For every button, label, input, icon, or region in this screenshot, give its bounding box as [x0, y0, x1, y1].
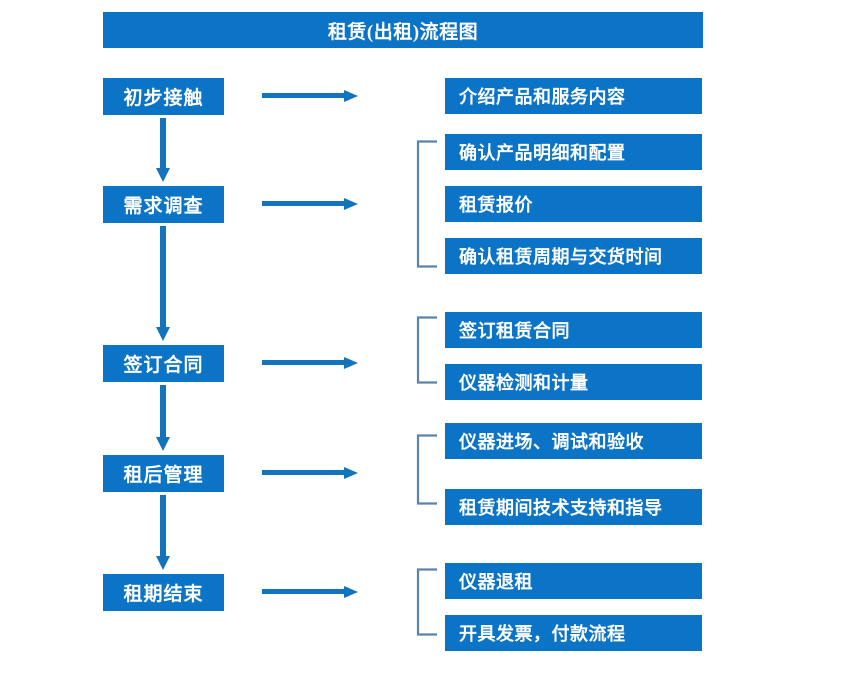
vertical-arrow-2	[156, 226, 170, 341]
stage-box-initial-contact[interactable]: 初步接触	[103, 78, 224, 115]
stage-box-requirement-survey[interactable]: 需求调查	[103, 186, 224, 223]
vertical-arrow-1	[156, 118, 170, 182]
detail-box-instrument-arrival[interactable]: 仪器进场、调试和验收	[445, 423, 702, 459]
horizontal-arrow-5	[262, 586, 358, 598]
detail-box-instrument-return[interactable]: 仪器退租	[445, 563, 702, 599]
horizontal-arrow-3	[262, 357, 358, 369]
detail-box-technical-support[interactable]: 租赁期间技术支持和指导	[445, 489, 702, 525]
detail-box-rental-quotation[interactable]: 租赁报价	[445, 186, 702, 222]
group-bracket-rental-end	[416, 568, 437, 636]
detail-box-invoice-payment[interactable]: 开具发票，付款流程	[445, 615, 702, 651]
group-bracket-post-rental	[416, 434, 437, 505]
detail-box-instrument-inspection[interactable]: 仪器检测和计量	[445, 364, 702, 400]
detail-box-introduce-products[interactable]: 介绍产品和服务内容	[445, 78, 702, 114]
detail-box-sign-rental-contract[interactable]: 签订租赁合同	[445, 312, 702, 348]
horizontal-arrow-1	[262, 90, 358, 102]
detail-box-confirm-product-details[interactable]: 确认产品明细和配置	[445, 134, 702, 170]
diagram-title: 租赁(出租)流程图	[103, 12, 703, 48]
vertical-arrow-4	[156, 495, 170, 570]
stage-box-sign-contract[interactable]: 签订合同	[103, 345, 224, 382]
stage-box-rental-end[interactable]: 租期结束	[103, 574, 224, 611]
group-bracket-requirement-survey	[416, 140, 437, 268]
stage-box-post-rental-management[interactable]: 租后管理	[103, 455, 224, 492]
detail-box-confirm-rental-period[interactable]: 确认租赁周期与交货时间	[445, 238, 702, 274]
vertical-arrow-3	[156, 385, 170, 451]
horizontal-arrow-2	[262, 198, 358, 210]
group-bracket-sign-contract	[416, 316, 437, 384]
horizontal-arrow-4	[262, 467, 358, 479]
